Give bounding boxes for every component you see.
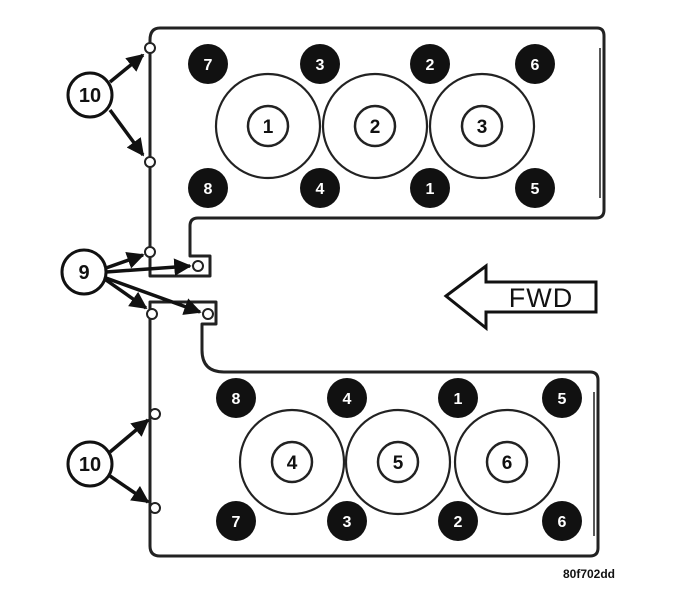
- svg-text:8: 8: [232, 391, 241, 408]
- fwd-arrow-icon: [443, 263, 598, 332]
- lower-bolts: 8 4 1 5 7 3 2 6: [216, 378, 582, 541]
- cylinder-4-label: 4: [287, 453, 298, 474]
- upper-bolt-bottom-1: 8: [188, 168, 228, 208]
- cylinder-3-label: 3: [477, 117, 488, 138]
- cylinder-5: 5: [344, 408, 452, 516]
- forward-direction-arrow: FWD: [443, 263, 598, 332]
- figure-id: 80f702dd: [563, 567, 615, 581]
- side-bolts: [144, 42, 214, 514]
- cylinder-6-label: 6: [502, 453, 513, 474]
- upper-bolt-top-1: 7: [188, 44, 228, 84]
- upper-bolt-bottom-2: 4: [300, 168, 340, 208]
- cylinder-6: 6: [453, 408, 561, 516]
- cylinder-5-label: 5: [393, 453, 404, 474]
- side-bolt-mid-3: [146, 308, 158, 320]
- callout-10-upper: 10: [66, 71, 114, 119]
- lower-bolt-top-3: 1: [438, 378, 478, 418]
- svg-text:6: 6: [558, 514, 567, 531]
- lower-cylinders: 4 5 6: [238, 408, 561, 516]
- svg-text:10: 10: [79, 85, 101, 107]
- side-bolt-mid-2: [192, 260, 204, 272]
- upper-bolts: 7 3 2 6 8 4 1 5: [188, 44, 555, 208]
- svg-text:7: 7: [232, 514, 241, 531]
- svg-text:6: 6: [531, 57, 540, 74]
- svg-text:4: 4: [316, 181, 325, 198]
- lower-bolt-bottom-1: 7: [216, 501, 256, 541]
- cylinder-2-label: 2: [370, 117, 381, 138]
- upper-bolt-top-3: 2: [410, 44, 450, 84]
- svg-text:8: 8: [204, 181, 213, 198]
- side-bolt-lower-2: [149, 502, 161, 514]
- svg-text:7: 7: [204, 57, 213, 74]
- lower-bolt-top-4: 5: [542, 378, 582, 418]
- svg-text:9: 9: [78, 262, 89, 284]
- side-bolt-lower-1: [149, 408, 161, 420]
- svg-text:2: 2: [426, 57, 435, 74]
- svg-text:3: 3: [316, 57, 325, 74]
- svg-text:3: 3: [343, 514, 352, 531]
- fwd-label: FWD: [509, 283, 573, 313]
- svg-text:5: 5: [558, 391, 567, 408]
- side-bolt-mid-4: [202, 308, 214, 320]
- upper-bolt-bottom-4: 5: [515, 168, 555, 208]
- callout-9: 9: [60, 248, 108, 296]
- lower-bolt-bottom-4: 6: [542, 501, 582, 541]
- lower-bolt-bottom-2: 3: [327, 501, 367, 541]
- svg-text:4: 4: [343, 391, 352, 408]
- svg-text:10: 10: [79, 454, 101, 476]
- upper-bolt-top-2: 3: [300, 44, 340, 84]
- svg-text:5: 5: [531, 181, 540, 198]
- svg-text:2: 2: [454, 514, 463, 531]
- svg-text:1: 1: [454, 391, 463, 408]
- leader-lines: [104, 53, 202, 504]
- cylinder-1: 1: [214, 72, 322, 180]
- upper-bolt-bottom-3: 1: [410, 168, 450, 208]
- lower-bolt-top-2: 4: [327, 378, 367, 418]
- lower-bolt-bottom-3: 2: [438, 501, 478, 541]
- side-bolt-upper-1: [144, 42, 156, 54]
- lower-bolt-top-1: 8: [216, 378, 256, 418]
- side-bolt-upper-2: [144, 156, 156, 168]
- svg-text:1: 1: [426, 181, 435, 198]
- cylinder-1-label: 1: [263, 117, 274, 138]
- side-bolt-mid-1: [144, 246, 156, 258]
- upper-cylinders: 1 2 3: [214, 72, 536, 180]
- callout-10-lower: 10: [66, 440, 114, 488]
- cylinder-3: 3: [428, 72, 536, 180]
- upper-bolt-top-4: 6: [515, 44, 555, 84]
- cylinder-2: 2: [321, 72, 429, 180]
- cylinder-4: 4: [238, 408, 346, 516]
